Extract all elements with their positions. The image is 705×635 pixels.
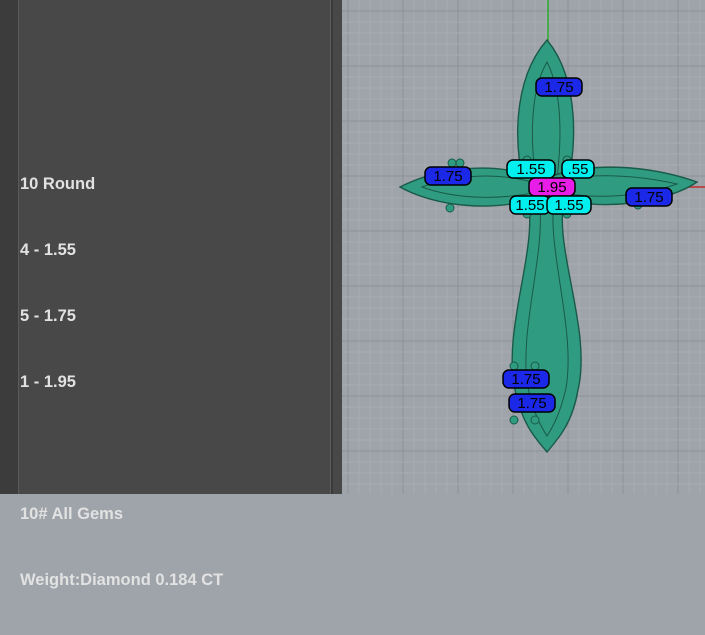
gem-label-blue: 1.75 bbox=[424, 166, 472, 186]
gem-label-magenta: 1.95 bbox=[528, 177, 576, 197]
gem-label-cyan: 1.55 bbox=[506, 159, 556, 179]
gem-size-line-175: 5 - 1.75 bbox=[20, 307, 76, 325]
prong-bead bbox=[530, 415, 540, 425]
panel-divider[interactable] bbox=[330, 0, 333, 494]
gem-label-text: 1.75 bbox=[634, 189, 663, 206]
gem-summary-text: 10 Round 4 - 1.55 5 - 1.75 1 - 1.95 10# … bbox=[20, 129, 223, 635]
gem-label-text: 1.75 bbox=[517, 395, 546, 412]
gem-label-text: 1.75 bbox=[544, 79, 573, 96]
gem-label-text: .55 bbox=[568, 161, 589, 178]
gem-count-line: 10 Round bbox=[20, 175, 96, 193]
gem-label-text: 1.55 bbox=[554, 197, 583, 214]
cross-horizontal-inner bbox=[420, 175, 679, 198]
gem-label-box bbox=[546, 195, 592, 215]
cross-pendant[interactable] bbox=[398, 38, 699, 454]
gem-label-blue: 1.75 bbox=[502, 369, 550, 389]
gem-label-box bbox=[424, 166, 472, 186]
gem-label-cyan: 1.55 bbox=[509, 195, 551, 215]
cross-vertical-ribbon bbox=[511, 38, 582, 454]
gem-label-blue: 1.75 bbox=[535, 77, 583, 97]
gem-label-box bbox=[561, 159, 595, 179]
gem-label-text: 1.75 bbox=[511, 371, 540, 388]
weight-line: Weight:Diamond 0.184 CT bbox=[20, 571, 224, 589]
gem-label-box bbox=[535, 77, 583, 97]
prong-bead bbox=[509, 415, 519, 425]
prong-bead bbox=[455, 158, 465, 168]
gem-label-cyan: 1.55 bbox=[546, 195, 592, 215]
gem-label-text: 1.55 bbox=[515, 197, 544, 214]
gem-label-text: 1.55 bbox=[516, 161, 545, 178]
all-gems-line: 10# All Gems bbox=[20, 505, 124, 523]
blank-line bbox=[20, 437, 223, 459]
gem-label-box bbox=[502, 369, 550, 389]
gem-size-labels: 1.75 1.75 1.55 .551.95 1.75 1.55 1.55 1.75 1.75 bbox=[424, 77, 673, 413]
panel-left-strip bbox=[0, 0, 19, 494]
gem-label-box bbox=[506, 159, 556, 179]
gem-label-blue: 1.75 bbox=[625, 187, 673, 207]
gem-label-text: 1.75 bbox=[433, 168, 462, 185]
prong-bead bbox=[447, 158, 457, 168]
prong-bead bbox=[445, 203, 455, 213]
gem-label-blue: 1.75 bbox=[508, 393, 556, 413]
prong-bead bbox=[509, 361, 519, 371]
gem-label-text: 1.95 bbox=[537, 179, 566, 196]
gem-size-line-155: 4 - 1.55 bbox=[20, 241, 76, 259]
gem-info-panel: 10 Round 4 - 1.55 5 - 1.75 1 - 1.95 10# … bbox=[0, 0, 342, 589]
gem-size-line-195: 1 - 1.95 bbox=[20, 373, 76, 391]
prong-bead bbox=[530, 361, 540, 371]
gem-label-box bbox=[508, 393, 556, 413]
viewport-grid bbox=[342, 0, 705, 494]
gem-label-box bbox=[625, 187, 673, 207]
gem-label-cyan: .55 bbox=[561, 159, 595, 179]
